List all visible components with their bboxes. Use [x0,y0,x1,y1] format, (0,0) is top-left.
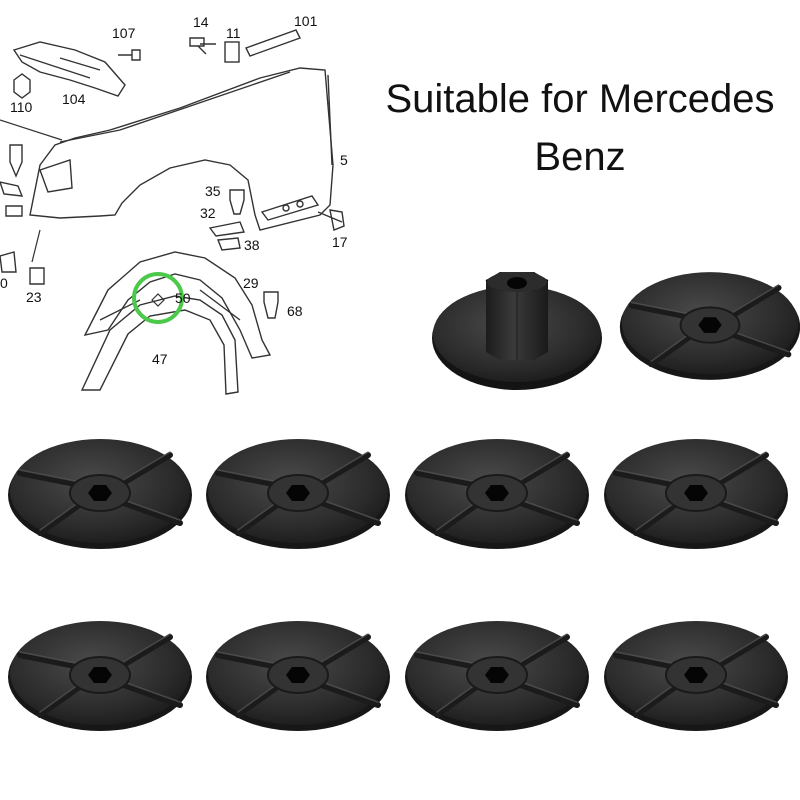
bracket-drawing [12,41,126,97]
callout-11: 11 [226,25,241,41]
callout-101: 101 [294,13,318,29]
callout-68: 68 [287,303,303,319]
callout-104: 104 [62,91,86,107]
callout-110: 110 [10,99,33,115]
callout-23: 23 [26,289,42,305]
callout-107: 107 [112,25,136,41]
callout-14: 14 [193,14,209,30]
headline-line-2: Benz [534,135,626,179]
headline-line-1: Suitable for Mercedes [385,77,775,121]
callout-47: 47 [152,351,168,367]
nut-6 [8,621,192,731]
callout-32: 32 [200,205,216,221]
callout-38: 38 [244,237,260,253]
nut-4 [405,439,589,549]
nut-side-view [432,272,602,390]
nut-grid [8,272,800,731]
callout-50: 50 [175,290,191,306]
headline: Suitable for Mercedes Benz [370,70,790,186]
callout-0: 0 [0,275,8,291]
diagram-callouts: 107 14 11 101 110 104 5 35 32 38 17 29 5… [0,13,348,367]
nut-9 [604,621,788,731]
nut-8 [405,621,589,731]
nut-3 [206,439,390,549]
nut-5 [604,439,788,549]
nut-7 [206,621,390,731]
fender-drawing [29,67,334,231]
parts-diagram [0,29,345,395]
nut-2 [8,439,192,549]
callout-35: 35 [205,183,221,199]
callout-17: 17 [332,234,348,250]
callout-5: 5 [340,152,348,168]
highlight-circle [132,272,184,324]
nut-1 [620,272,800,380]
wheel-arch-drawing [80,251,272,395]
callout-29: 29 [243,275,259,291]
